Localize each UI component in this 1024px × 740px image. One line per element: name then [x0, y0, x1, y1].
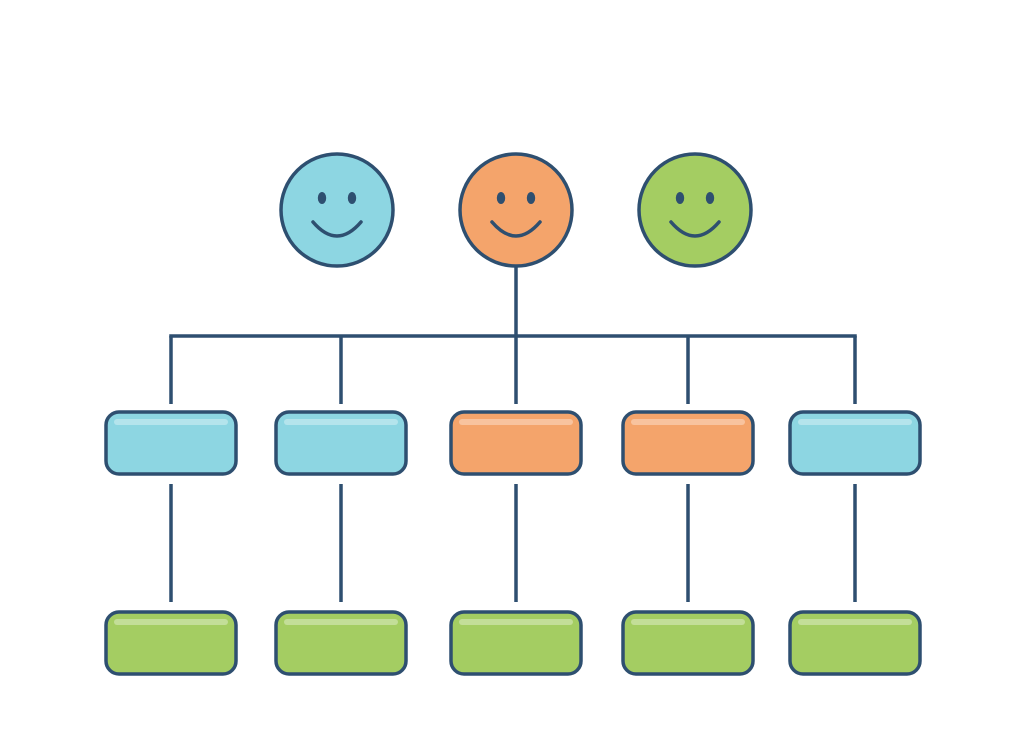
top-box-5: [788, 410, 922, 476]
top-box-5-highlight: [798, 419, 912, 425]
bottom-box-4: [621, 610, 755, 676]
top-box-row: [104, 410, 922, 476]
smile-mouth-icon: [311, 220, 363, 238]
bottom-box-5-highlight: [798, 619, 912, 625]
left-eye-icon: [317, 192, 327, 204]
top-box-3: [449, 410, 583, 476]
top-box-1: [104, 410, 238, 476]
face-orange-circle: [458, 152, 574, 268]
bottom-box-5: [788, 610, 922, 676]
face-blue-circle: [279, 152, 395, 268]
smile-mouth-icon: [490, 220, 542, 238]
connector-lines: [169, 266, 857, 602]
top-box-3-highlight: [459, 419, 573, 425]
top-box-2-highlight: [284, 419, 398, 425]
bottom-box-3-highlight: [459, 619, 573, 625]
bottom-box-1: [104, 610, 238, 676]
bottom-box-2: [274, 610, 408, 676]
bottom-box-4-highlight: [631, 619, 745, 625]
right-eye-icon: [347, 192, 357, 204]
left-eye-icon: [675, 192, 685, 204]
smiley-face-icon: [637, 152, 753, 268]
smile-mouth-icon: [669, 220, 721, 238]
top-box-1-highlight: [114, 419, 228, 425]
smiley-face-icon: [279, 152, 395, 268]
top-box-2: [274, 410, 408, 476]
right-eye-icon: [526, 192, 536, 204]
top-box-4: [621, 410, 755, 476]
face-row: [279, 152, 753, 268]
bottom-box-row: [104, 610, 922, 676]
bottom-box-1-highlight: [114, 619, 228, 625]
bottom-box-2-highlight: [284, 619, 398, 625]
top-box-4-highlight: [631, 419, 745, 425]
bottom-box-3: [449, 610, 583, 676]
right-eye-icon: [705, 192, 715, 204]
face-green-circle: [637, 152, 753, 268]
left-eye-icon: [496, 192, 506, 204]
smiley-face-icon: [458, 152, 574, 268]
